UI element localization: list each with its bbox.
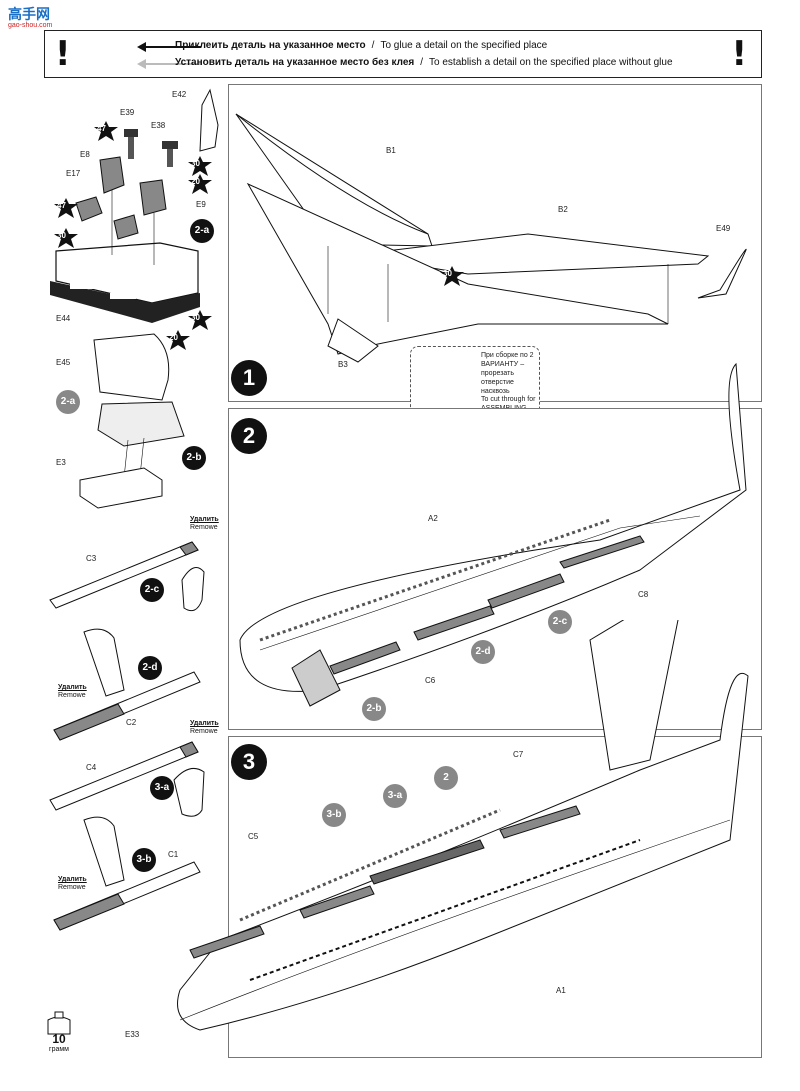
step-3-marker: 3 (231, 744, 267, 780)
legend-glue-en: To glue a detail on the specified place (380, 40, 548, 51)
badge-30 (54, 228, 78, 248)
legend-glue-row: Приклеить деталь на указанное место / To g… (175, 40, 547, 51)
part-label-e44: E44 (56, 314, 71, 323)
subassembly-2-ref: 2 (434, 766, 458, 790)
badge-20-b-text: 20 (169, 333, 178, 342)
glue-arrow-icon (137, 42, 201, 52)
part-label-e3: E3 (56, 458, 66, 467)
part-label-e39: E39 (120, 108, 135, 117)
part-label-b2: B2 (558, 205, 568, 214)
part-label-c6: C6 (425, 676, 436, 685)
badge-30-wing (440, 266, 464, 286)
subassembly-2a-ref: 2-a (56, 390, 80, 414)
cut-note-ru: При сборке по 2 ВАРИАНТУ – прорезать отв… (481, 352, 534, 395)
glue-weight-value: 10 (52, 1032, 66, 1046)
remove-en: Remowe (58, 692, 86, 699)
remove-ru: Удалить (190, 516, 219, 523)
badge-30-text: 30 (57, 231, 66, 240)
remove-ru: Удалить (190, 720, 219, 727)
badge-30-b (188, 156, 212, 176)
legend-glue-ru: Приклеить деталь на указанное место (175, 40, 366, 51)
remove-ru: Удалить (58, 876, 87, 883)
part-label-c1: C1 (168, 850, 179, 859)
subassembly-3b-ref: 3-b (322, 803, 346, 827)
badge-47-b (54, 198, 78, 218)
part-label-e17: E17 (66, 169, 81, 178)
legend-noglue-row: Установить деталь на указанное место без… (175, 57, 673, 68)
wing-assembly-drawing (235, 113, 747, 397)
part-label-c8: C8 (638, 590, 649, 599)
part-label-e42: E42 (172, 90, 187, 99)
badge-20-text: 20 (191, 177, 200, 186)
subassembly-2b-ref: 2-b (362, 697, 386, 721)
part-label-b1: B1 (386, 146, 396, 155)
watermark-logo: 高手网 (8, 7, 50, 23)
part-label-e33: E33 (125, 1030, 140, 1039)
fuselage-final-drawing (177, 620, 749, 1031)
subassembly-3b: 3-b (132, 848, 156, 872)
legend-separator: / (420, 57, 424, 68)
badge-20 (188, 174, 212, 194)
step-2-marker: 2 (231, 418, 267, 454)
badge-30-c-text: 30 (191, 313, 200, 322)
watermark-site: gao-shou.com (8, 22, 53, 29)
part-label-c3: C3 (86, 554, 97, 563)
part-label-e49: E49 (716, 224, 731, 233)
legend-noglue-en: To establish a detail on the specified p… (429, 57, 673, 68)
part-label-e8: E8 (80, 150, 90, 159)
badge-30-wing-text: 30 (443, 269, 452, 278)
part-label-c5: C5 (248, 832, 259, 841)
subassembly-2d: 2-d (138, 656, 162, 680)
glue-weight-unit: грамм (49, 1046, 69, 1053)
symbol-legend: ! ! Приклеить деталь на указанное место /… (44, 30, 762, 78)
badge-47-b-text: 47 (57, 201, 66, 210)
part-label-c2: C2 (126, 718, 137, 727)
window-strips-drawing (49, 541, 205, 931)
subassembly-2d-ref: 2-d (471, 640, 495, 664)
badge-47 (94, 121, 118, 141)
remove-en: Remowe (58, 884, 86, 891)
remove-en: Remowe (190, 524, 218, 531)
part-label-a2: A2 (428, 514, 438, 523)
subassembly-2c-ref: 2-c (548, 610, 572, 634)
badge-47-text: 47 (97, 124, 106, 133)
no-glue-arrow-icon (137, 59, 201, 69)
glue-bottle-icon (47, 1011, 71, 1035)
subassembly-2a: 2-a (190, 219, 214, 243)
part-label-b3: B3 (338, 360, 348, 369)
part-label-e45: E45 (56, 358, 71, 367)
part-label-c7: C7 (513, 750, 524, 759)
subassembly-3a-ref: 3-a (383, 784, 407, 808)
warning-mark-right: ! (731, 34, 747, 74)
part-label-e9: E9 (196, 200, 206, 209)
part-label-a1: A1 (556, 986, 566, 995)
glue-weight: 10 грамм (46, 1032, 72, 1053)
step-1-marker: 1 (231, 360, 267, 396)
part-label-c4: C4 (86, 763, 97, 772)
badge-30-b-text: 30 (191, 159, 200, 168)
remove-en: Remowe (190, 728, 218, 735)
cockpit-interior-drawing (50, 88, 219, 323)
legend-noglue-ru: Установить деталь на указанное место без… (175, 57, 415, 68)
subassembly-3a: 3-a (150, 776, 174, 800)
nose-block-drawing (79, 333, 185, 509)
remove-ru: Удалить (58, 684, 87, 691)
subassembly-2c: 2-c (140, 578, 164, 602)
warning-mark-left: ! (55, 34, 71, 74)
badge-20-b (166, 330, 190, 350)
subassembly-2b: 2-b (182, 446, 206, 470)
legend-separator: / (371, 40, 375, 51)
part-label-e38: E38 (151, 121, 166, 130)
badge-30-c (188, 310, 212, 330)
fuselage-half-drawing (239, 362, 747, 707)
